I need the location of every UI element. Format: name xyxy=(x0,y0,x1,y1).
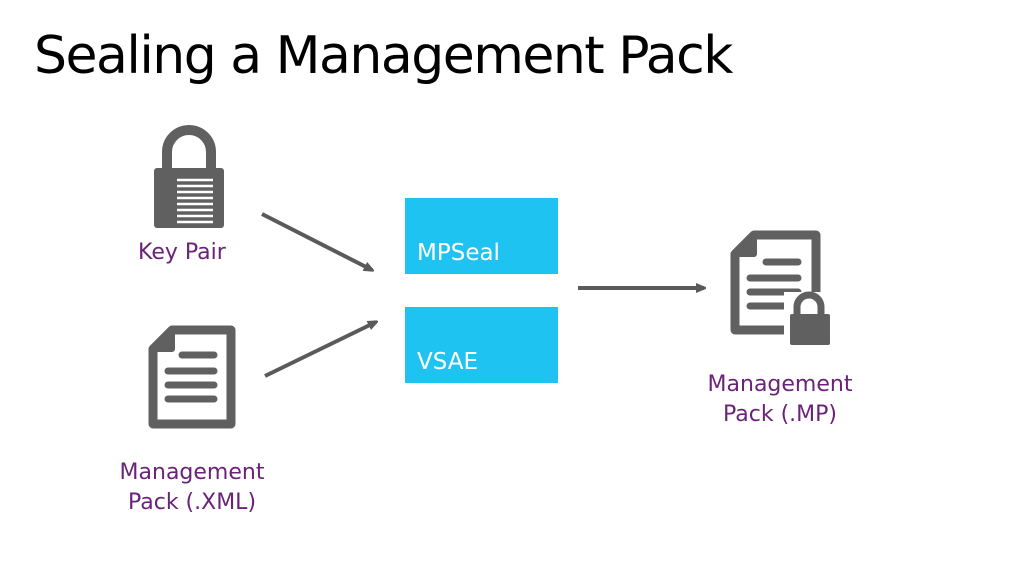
padlock-icon xyxy=(154,125,224,228)
management-pack-xml-label: Management Pack (.XML) xyxy=(110,458,274,518)
mp-xml-label-line2: Pack (.XML) xyxy=(127,490,257,515)
vsae-box: VSAE xyxy=(405,307,558,383)
mp-label-line1: Management xyxy=(707,372,853,397)
mp-label-line2: Pack (.MP) xyxy=(723,402,837,427)
arrow-keypair-to-tools xyxy=(261,212,372,270)
vsae-label: VSAE xyxy=(417,349,479,375)
arrow-xml-to-tools xyxy=(264,320,376,378)
management-pack-mp-label: Management Pack (.MP) xyxy=(698,370,862,430)
locked-document-icon xyxy=(730,230,834,348)
document-icon xyxy=(148,325,236,429)
mpseal-label: MPSeal xyxy=(417,240,500,266)
mp-xml-label-line1: Management xyxy=(119,460,265,485)
key-pair-label: Key Pair xyxy=(138,240,226,265)
slide-title: Sealing a Management Pack xyxy=(34,26,733,86)
mpseal-box: MPSeal xyxy=(405,198,558,274)
